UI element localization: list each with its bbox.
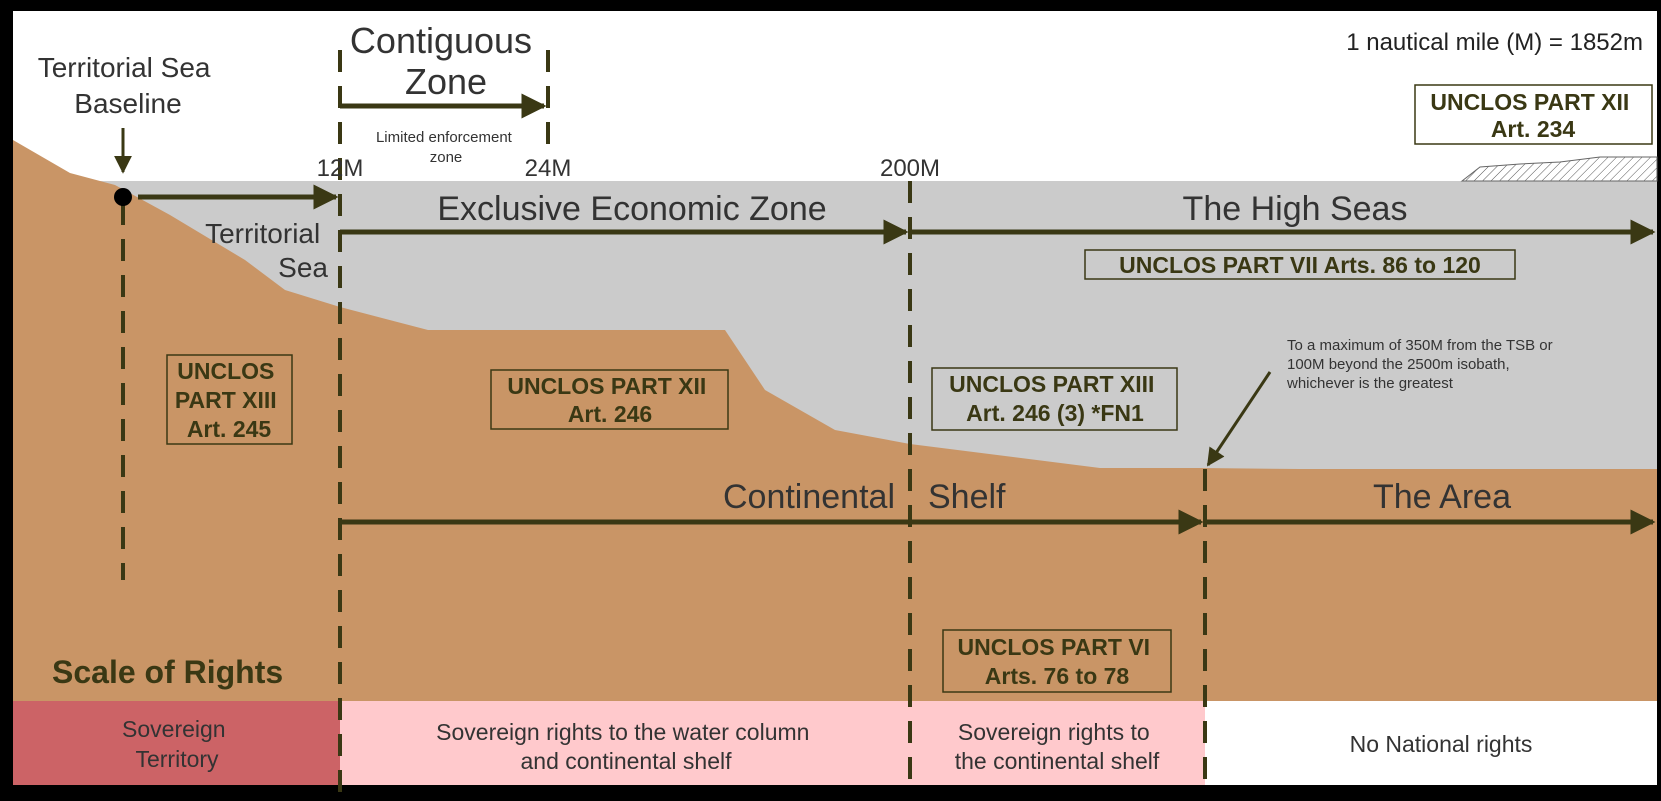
baseline-point (114, 188, 132, 206)
contiguous-note-line-2: zone (430, 149, 463, 166)
land-profile (13, 140, 1657, 701)
svg-text:UNCLOS PART XIII A: UNCLOS PART XIII Art. 245 (175, 358, 283, 442)
article-part-xii-246-line-1: UNCLOS PART XII (507, 373, 706, 399)
article-part-xiii-246-3-line-2: Art. 246 (3) *FN1 (966, 400, 1144, 426)
ice-feature (1460, 156, 1658, 182)
article-part-vi-line-1: UNCLOS PART VI (958, 634, 1151, 660)
sky (13, 11, 1657, 181)
svg-text:UNCLOS PART XII Art. 246: UNCLOS PART XII Art. 246 (507, 373, 712, 427)
article-part-vi-line-2: Arts. 76 to 78 (985, 663, 1130, 689)
rights-shelf-line-1: Sovereign rights to (958, 719, 1150, 745)
rights-water-column-bg (340, 701, 910, 785)
contiguous-zone-note: Limited enforcement zone (376, 129, 516, 166)
rights-shelf-line-2: the continental shelf (955, 748, 1160, 774)
rights-shelf: Sovereign rights to the continental shel… (955, 719, 1160, 774)
outer-limit-note-line-3: whichever is the greatest (1286, 375, 1454, 392)
article-box-part-xii-234: UNCLOS PART XII Art. 234 (1414, 84, 1653, 145)
article-part-xii-234-line-1: UNCLOS PART XII (1430, 89, 1629, 115)
rights-none: No National rights (1350, 731, 1533, 757)
rights-water-column-line-1: Sovereign rights to the water column (436, 719, 809, 745)
outer-limit-note-line-2: 100M beyond the 2500m isobath, (1287, 356, 1510, 373)
contiguous-zone-line-1: Contiguous (350, 20, 532, 61)
svg-text:UNCLOS PART XII Art. 234: UNCLOS PART XII Art. 234 (1430, 89, 1635, 142)
rights-sovereign-territory-bg (13, 701, 340, 785)
svg-text:UNCLOS PART XIII Art. 24: UNCLOS PART XIII Art. 246 (3) *FN1 (949, 371, 1161, 426)
article-part-xii-246-line-2: Art. 246 (568, 401, 652, 427)
territorial-sea-line-1: Territorial (205, 218, 320, 249)
baseline-label: Territorial Sea Baseline (38, 52, 219, 119)
svg-text:UNCLOS PART VI Arts. 76: UNCLOS PART VI Arts. 76 to 78 (958, 634, 1157, 689)
high-seas-label: The High Seas (1183, 190, 1408, 228)
article-box-part-xii-246: UNCLOS PART XII Art. 246 (490, 369, 729, 430)
contiguous-note-line-1: Limited enforcement (376, 129, 513, 146)
rights-sovereign-territory: Sovereign Territory (122, 716, 232, 772)
shelf-label: Shelf (928, 478, 1006, 516)
article-part-xiii-245-line-1: UNCLOS (177, 358, 274, 384)
rights-sovereign-territory-line-1: Sovereign (122, 716, 226, 742)
the-area-label: The Area (1373, 478, 1511, 516)
territorial-sea-line-2: Sea (278, 252, 328, 283)
eez-label: Exclusive Economic Zone (437, 190, 826, 228)
outer-limit-pointer-arrow (1206, 371, 1272, 467)
article-box-part-vii: UNCLOS PART VII Arts. 86 to 120 (1084, 249, 1516, 280)
baseline-label-line-2: Baseline (74, 88, 181, 119)
rights-none-bg (1205, 701, 1657, 785)
rights-sovereign-territory-line-2: Territory (135, 746, 219, 772)
article-box-part-xiii-246-3: UNCLOS PART XIII Art. 246 (3) *FN1 (931, 367, 1178, 431)
article-part-xiii-245-line-3: Art. 245 (187, 416, 272, 442)
rights-water-column: Sovereign rights to the water column and… (436, 719, 816, 774)
article-part-xiii-246-3-line-1: UNCLOS PART XIII (949, 371, 1154, 397)
scale-of-rights-heading: Scale of Rights (52, 654, 283, 690)
baseline-label-line-1: Territorial Sea (38, 52, 211, 83)
article-box-part-xiii-245: UNCLOS PART XIII Art. 245 (166, 354, 293, 445)
article-part-xii-234-line-2: Art. 234 (1491, 116, 1576, 142)
outer-limit-note: To a maximum of 350M from the TSB or 100… (1286, 337, 1557, 392)
distance-24m: 24M (525, 155, 572, 182)
territorial-sea-label: Territorial Sea (205, 218, 328, 283)
article-box-part-vi: UNCLOS PART VI Arts. 76 to 78 (942, 629, 1172, 693)
continental-label: Continental (723, 478, 895, 516)
contiguous-zone-label: Contiguous Zone (350, 20, 542, 102)
rights-water-column-line-2: and continental shelf (521, 748, 733, 774)
article-part-xiii-245-line-2: PART XIII (175, 387, 277, 413)
distance-200m: 200M (880, 155, 940, 182)
scale-note: 1 nautical mile (M) = 1852m (1346, 29, 1643, 56)
outer-limit-note-line-1: To a maximum of 350M from the TSB or (1287, 337, 1553, 354)
distance-12m: 12M (317, 155, 364, 182)
article-part-vii-line-1: UNCLOS PART VII Arts. 86 to 120 (1119, 252, 1481, 278)
contiguous-zone-line-2: Zone (405, 61, 487, 102)
rights-shelf-bg (910, 701, 1205, 785)
